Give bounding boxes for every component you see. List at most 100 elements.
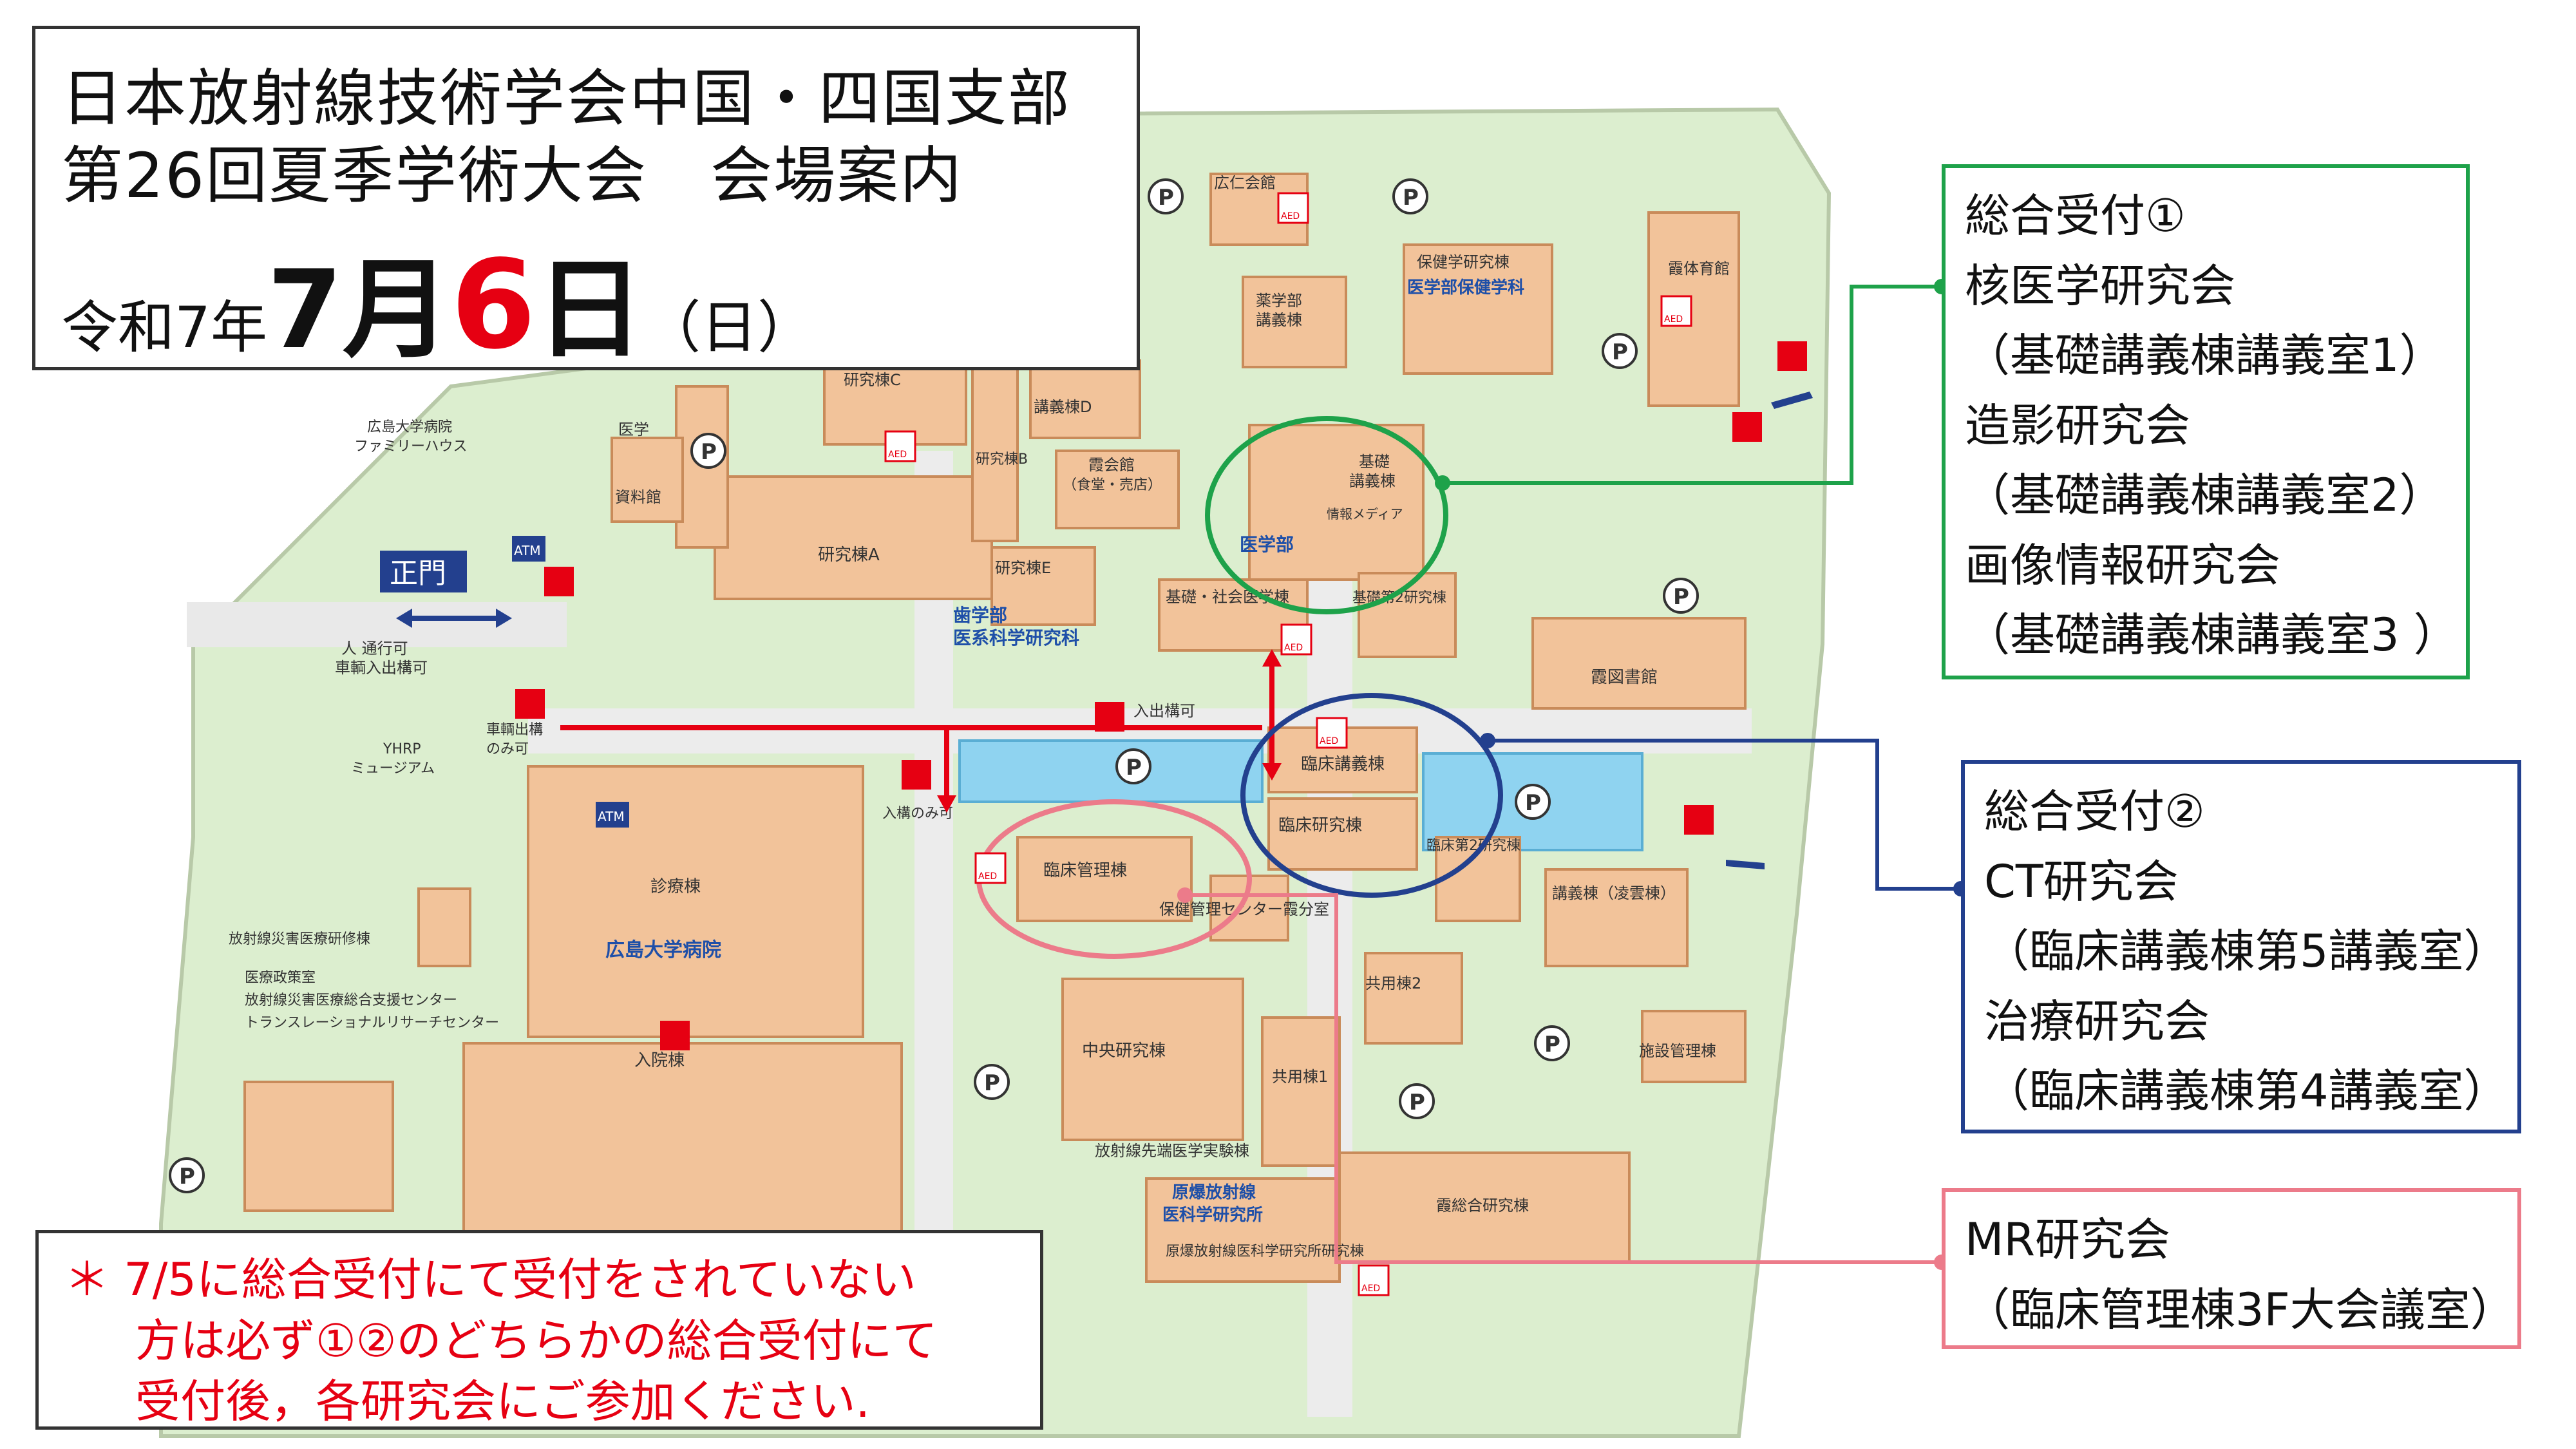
building-misc-2	[417, 887, 471, 967]
building-basic-lecture	[1248, 424, 1425, 581]
parking-icon	[974, 1064, 1010, 1100]
atm-icon	[596, 802, 629, 828]
parking-icon	[1115, 748, 1151, 784]
title-panel: 日本放射線技術学会中国・四国支部 第26回夏季学術大会 会場案内 令和7年7月6…	[32, 26, 1140, 376]
gate-arrow-head-left	[396, 609, 412, 628]
route-red-head-up	[1262, 649, 1282, 667]
label-common1: 共用棟1	[1272, 1068, 1328, 1086]
route-red-head-1	[937, 795, 956, 813]
atm-label: ATM	[514, 543, 541, 558]
reception-1-item: （基礎講義棟講義室1）	[1965, 329, 2445, 382]
aed-icon	[1280, 623, 1312, 656]
connector-pink-dot-1	[1177, 887, 1193, 903]
building-clinical-admin	[1016, 836, 1193, 922]
aed-label: AED	[1320, 736, 1338, 746]
reception-1-item: （基礎講義棟講義室2）	[1965, 469, 2445, 522]
reception-2-item: CT研究会	[1984, 855, 2179, 908]
aed-icon	[1660, 295, 1692, 327]
mr-item: MR研究会	[1965, 1213, 2171, 1266]
label-radiation-center-3: 放射線災害医療総合支援センター	[245, 992, 457, 1009]
notice-line: ＊ 7/5に総合受付にて受付をされていない	[64, 1253, 916, 1306]
gate-icon	[544, 567, 574, 596]
aed-label: AED	[888, 450, 907, 460]
label-basic-lecture-2: 講義棟	[1349, 472, 1396, 490]
label-entry-only: 入構のみ可	[882, 806, 953, 822]
building-kasumi-hall	[1055, 450, 1180, 529]
connector-green-dot-1	[1435, 475, 1450, 491]
aed-label: AED	[1284, 643, 1303, 653]
building-misc-1	[243, 1081, 394, 1212]
buildings	[243, 173, 1747, 1283]
event-organizer-title: 日本放射線技術学会中国・四国支部	[61, 62, 1071, 135]
label-library: 霞図書館	[1591, 668, 1658, 687]
building-lecture-ryoun	[1544, 868, 1689, 967]
aed-icon	[974, 852, 1007, 884]
event-title: 第26回夏季学術大会 会場案内	[61, 140, 963, 212]
parking-icon	[1534, 1025, 1570, 1061]
parking-label: P	[179, 1164, 195, 1189]
parking-markers: P P P P P P P P P P P	[169, 178, 1699, 1193]
gate-note-1: 人 通行可	[341, 639, 408, 658]
label-rinri-1: 原爆放射線	[1172, 1182, 1256, 1202]
gate-icon	[1684, 805, 1714, 835]
gate-arrow-head-right	[496, 609, 512, 628]
gate-icon	[515, 689, 545, 719]
label-central-research: 中央研究棟	[1082, 1041, 1166, 1061]
mr-panel: MR研究会 （臨床管理棟3F大会議室）	[1942, 1188, 2521, 1349]
building-exam	[527, 765, 864, 1038]
parking-label: P	[1403, 185, 1419, 211]
date-month: 7月	[267, 247, 451, 373]
date-day: 6	[450, 234, 536, 376]
label-research-b: 研究棟B	[976, 451, 1028, 468]
label-health-faculty: 医学部保健学科	[1407, 278, 1524, 298]
label-medical-library-1: 医学	[618, 421, 649, 439]
label-exam: 診療棟	[650, 877, 701, 896]
parking-label: P	[701, 439, 717, 465]
label-yhrp-2: ミュージアム	[351, 761, 435, 777]
reception-2-item: 治療研究会	[1984, 994, 2210, 1048]
reception-2-panel: 総合受付② CT研究会 （臨床講義棟第5講義室） 治療研究会 （臨床講義棟第4講…	[1961, 760, 2521, 1133]
label-research-c: 研究棟C	[844, 371, 901, 389]
connector-pink	[1185, 893, 1942, 1264]
aed-label: AED	[1664, 314, 1683, 325]
label-basic-lecture-1: 基礎	[1359, 453, 1390, 471]
reception-1-item: （基礎講義棟講義室3 ）	[1965, 609, 2459, 661]
label-kasumi-hall: 霞会館	[1088, 456, 1135, 474]
building-misc-3	[611, 437, 684, 523]
label-info-media: 情報メディア	[1327, 506, 1403, 522]
reception-1-item: 造影研究会	[1965, 399, 2190, 452]
parking-icon	[1515, 784, 1551, 820]
aed-label: AED	[978, 871, 997, 882]
aed-icon	[884, 430, 916, 462]
aed-icon	[1316, 717, 1348, 749]
reception-1-item: 核医学研究会	[1965, 259, 2235, 312]
label-clinical-research2: 臨床第2研究棟	[1426, 838, 1520, 854]
exit-arrow-icon	[1726, 860, 1765, 869]
aed-icon	[1277, 192, 1309, 224]
reception-1-heading: 総合受付①	[1965, 189, 2186, 242]
label-dental: 歯学部	[953, 605, 1007, 626]
label-entry-ok: 入出構可	[1133, 702, 1195, 720]
parking-label: P	[1612, 339, 1628, 365]
label-kasumi-hall-sub: （食堂・売店）	[1063, 477, 1162, 493]
label-lecture-ryoun: 講義棟（凌雲棟）	[1552, 884, 1676, 902]
label-medical-library-2: 資料館	[615, 488, 661, 506]
gate-icon	[1732, 412, 1762, 442]
label-clinical-lecture: 臨床講義棟	[1301, 755, 1385, 774]
parking-icon	[1663, 578, 1699, 614]
label-facility-mgmt: 施設管理棟	[1639, 1042, 1716, 1060]
main-gate-badge	[380, 551, 467, 592]
label-ward: 入院棟	[634, 1051, 685, 1070]
label-radiation-exp: 放射線先端医学実験棟	[1095, 1142, 1249, 1160]
parking-label: P	[984, 1070, 1000, 1096]
label-radiation-center-1: 放射線災害医療研修棟	[229, 931, 370, 947]
label-family-house-2: ファミリーハウス	[354, 439, 468, 455]
label-research-e: 研究棟E	[995, 559, 1051, 577]
label-yhrp-1: YHRP	[383, 741, 421, 757]
label-radiation-center-4: トランスレーショナルリサーチセンター	[245, 1015, 499, 1031]
parking-icon	[1392, 178, 1428, 214]
label-radiation-center-2: 医療政策室	[245, 970, 316, 986]
date-weekday: （日）	[644, 294, 815, 361]
reception-2-item: （臨床講義棟第5講義室）	[1984, 925, 2509, 978]
